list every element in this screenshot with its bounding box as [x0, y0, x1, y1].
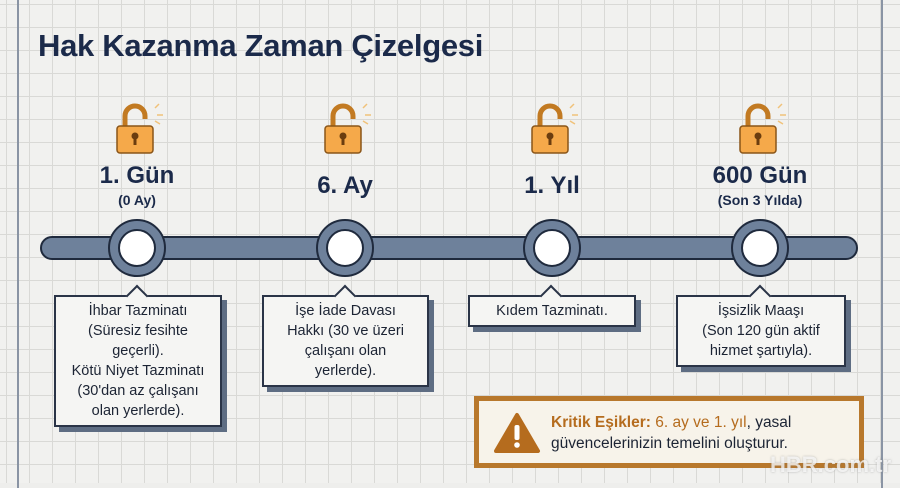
- milestone-label: 1. Gün (0 Ay): [99, 162, 175, 208]
- unlocked-padlock-icon: [739, 103, 786, 154]
- rights-line: İhbar Tazminatı: [88, 303, 188, 319]
- rights-line: (Süresiz fesihte: [88, 323, 188, 339]
- timeline-node: [108, 219, 166, 277]
- milestone-label: 1. Yıl: [524, 172, 580, 199]
- milestone-rights-box: Kıdem Tazminatı.: [468, 295, 636, 327]
- warning-triangle-icon: [494, 413, 540, 453]
- timeline-node: [316, 219, 374, 277]
- rights-line: yerlerde).: [314, 363, 377, 379]
- timeline-bar: [40, 236, 858, 260]
- rights-line: (30'dan az çalışanı: [77, 383, 199, 399]
- milestone-rights-box: İşsizlik Maaşı (Son 120 gün aktif hizmet ş…: [676, 295, 846, 367]
- unlocked-padlock-icon: [116, 103, 163, 154]
- unlocked-padlock-icon: [531, 103, 578, 154]
- rights-line: olan yerlerde).: [91, 403, 185, 419]
- rights-line: Kıdem Tazminatı.: [496, 303, 608, 319]
- milestone-label: 6. Ay: [317, 172, 373, 199]
- page-title: Hak Kazanma Zaman Çizelgesi: [38, 28, 484, 63]
- rights-line: çalışanı olan: [304, 343, 387, 359]
- rights-line: hizmet şartıyla).: [709, 343, 813, 359]
- rights-line: Hakkı (30 ve üzeri: [287, 323, 404, 339]
- rights-line: geçerli).: [112, 343, 164, 359]
- rights-line: İşe İade Davası: [295, 303, 396, 319]
- unlocked-padlock-icon: [324, 103, 371, 154]
- timeline-node: [731, 219, 789, 277]
- rights-line: İşsizlik Maaşı: [717, 303, 805, 319]
- frame: [17, 0, 883, 488]
- rights-line: Kötü Niyet Tazminatı: [71, 363, 205, 379]
- rights-line: (Son 120 gün aktif: [702, 323, 820, 339]
- milestone-label: 600 Gün (Son 3 Yılda): [712, 162, 808, 208]
- watermark-logo: HBR.com.tr: [770, 452, 892, 477]
- timeline-node: [523, 219, 581, 277]
- milestone-rights-box: İhbar Tazminatı (Süresiz fesihte geçerli).…: [54, 295, 222, 427]
